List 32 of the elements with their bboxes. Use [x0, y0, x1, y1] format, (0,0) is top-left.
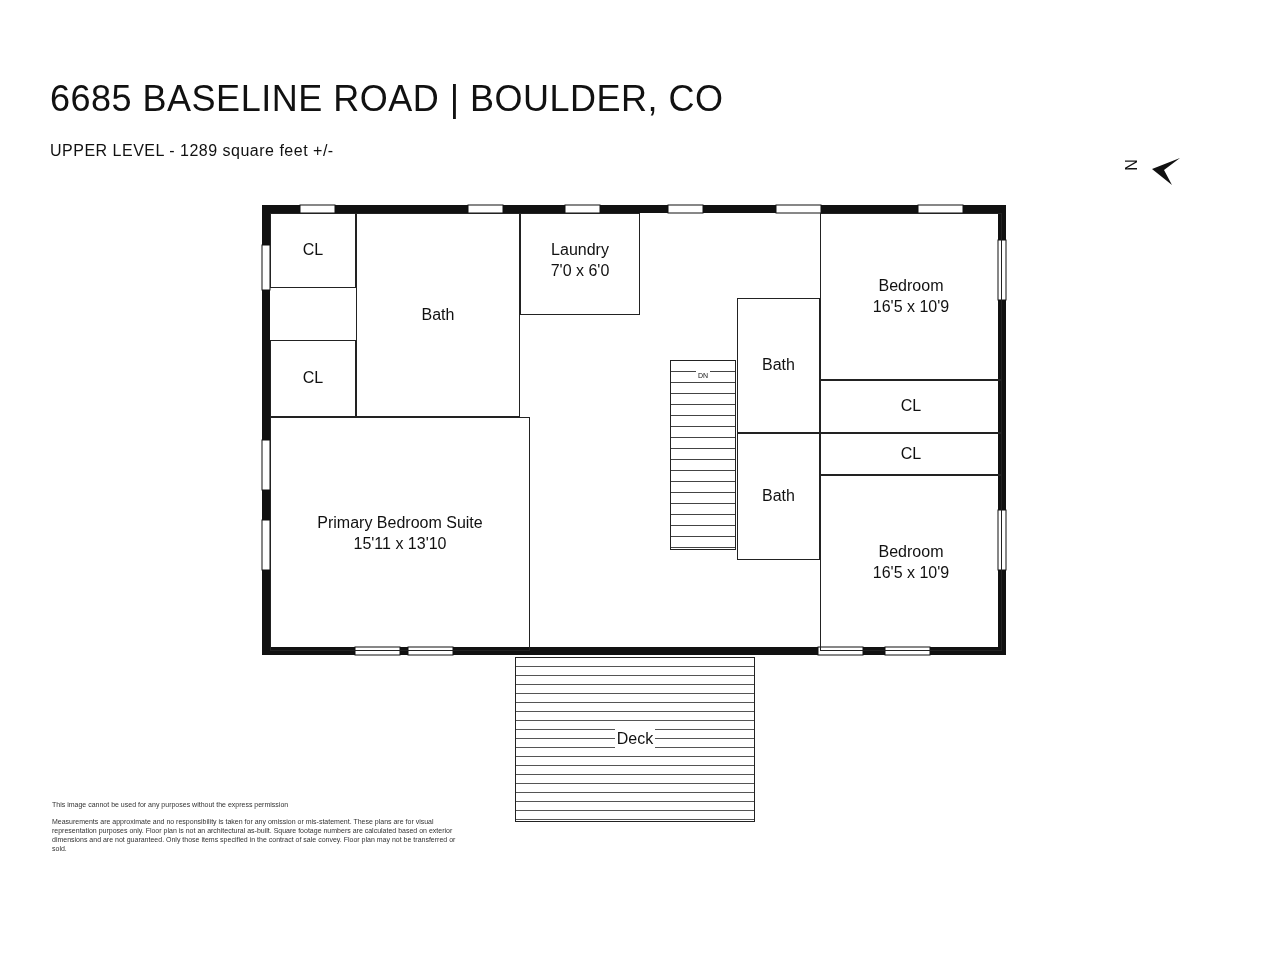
room-dimensions: 16'5 x 10'9: [872, 563, 950, 583]
room: [356, 213, 520, 417]
room-name: Laundry: [551, 240, 609, 260]
staircase: [670, 360, 736, 550]
room-name: Deck: [614, 729, 656, 750]
room: [520, 213, 640, 315]
room-name: Bedroom: [878, 542, 944, 563]
room: [820, 213, 1002, 380]
room-name: CL: [302, 240, 324, 261]
room-name: Bath: [421, 304, 455, 325]
room-dimensions: 7'0 x 6'0: [550, 260, 610, 281]
room: [270, 340, 356, 417]
room: [737, 298, 820, 433]
room-dimensions: 15'11 x 13'10: [353, 534, 447, 554]
room: [820, 433, 1002, 475]
room-name: CL: [900, 443, 922, 464]
room-name: Bedroom: [878, 275, 944, 296]
room: [820, 380, 1002, 433]
room: [737, 433, 820, 560]
room-name: Primary Bedroom Suite: [317, 513, 483, 534]
room-name: Bath: [762, 355, 795, 376]
subtitle: UPPER LEVEL - 1289 square feet +/-: [50, 142, 334, 160]
room: [820, 475, 1002, 651]
room-name: Bath: [762, 486, 795, 507]
room-name: CL: [302, 368, 324, 389]
deck: [515, 657, 755, 822]
title: 6685 BASELINE ROAD | BOULDER, CO: [50, 78, 724, 120]
compass-letter: N: [1122, 159, 1141, 171]
room: [270, 417, 530, 651]
room-dimensions: 16'5 x 10'9: [872, 296, 950, 317]
room-name: CL: [900, 396, 922, 417]
room: [270, 213, 356, 288]
